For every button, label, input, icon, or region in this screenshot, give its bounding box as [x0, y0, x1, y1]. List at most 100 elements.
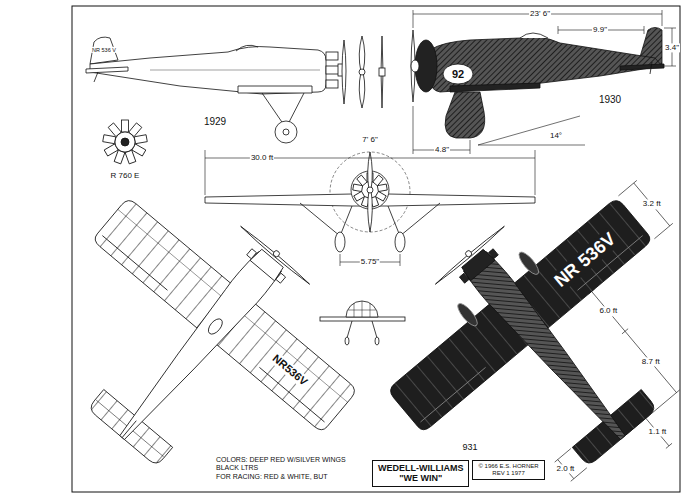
dimension-line — [644, 26, 645, 34]
dimension-line — [413, 106, 414, 154]
dimension-line — [470, 140, 471, 154]
side-view-1929 — [94, 72, 98, 82]
year-label: 1929 — [203, 116, 227, 128]
rear-view — [345, 337, 349, 345]
front-view — [357, 175, 367, 186]
revision-note: REV 1 1977 — [478, 470, 538, 477]
side-view-1930 — [450, 83, 540, 92]
color-note: COLORS: DEEP RED W/SILVER WINGS BLACK LT… — [215, 456, 367, 472]
dimension-label: 4.8" — [434, 145, 450, 154]
dimension-label: 5.75" — [360, 257, 380, 266]
front-view — [400, 254, 401, 266]
plan-view-top — [272, 249, 280, 257]
engine-label: R 760 E — [110, 171, 141, 180]
copyright-note: © 1966 E.S. HORNER — [478, 463, 538, 470]
color-note: FOR RACING: RED & WHITE, BUT — [215, 473, 367, 481]
plan-view-bottom — [455, 301, 481, 329]
radial-engine — [115, 132, 135, 152]
dimension-line — [646, 418, 669, 446]
rear-view — [320, 317, 405, 321]
rear-view — [362, 301, 363, 317]
front-view — [340, 254, 341, 266]
dimension-line — [592, 291, 677, 392]
dimension-label: 6.0 ft — [598, 307, 618, 316]
dimension-line — [558, 26, 559, 34]
propeller-views — [379, 68, 385, 76]
front-view — [205, 150, 535, 266]
plan-view-bottom — [464, 249, 472, 257]
side-view-1929 — [342, 40, 346, 104]
plan-view-bottom — [516, 249, 542, 277]
plan-view-top — [276, 273, 286, 283]
dimension-line — [413, 10, 676, 154]
front-view — [535, 150, 536, 195]
dimension-line — [622, 329, 628, 334]
dimension-label: 9.9" — [592, 25, 608, 34]
front-view — [340, 206, 352, 236]
plan-view-top — [240, 225, 311, 285]
propeller-views — [359, 36, 385, 108]
front-view — [377, 184, 387, 191]
plan-view-bottom — [434, 225, 505, 285]
plan-view-bottom — [459, 273, 469, 283]
propeller-views — [359, 69, 365, 75]
title-block-box: © 1966 E.S. HORNERREV 1 1977 — [472, 460, 544, 480]
plan-view-top — [102, 236, 167, 291]
side-view-1930 — [520, 33, 548, 38]
dimension-label: 30.0 ft — [250, 153, 274, 162]
dimension-line — [666, 443, 672, 448]
dimension-line — [589, 289, 595, 294]
side-view-1929 — [236, 45, 258, 51]
side-view-1930 — [620, 64, 664, 70]
rear-view — [375, 337, 379, 345]
radial-engine — [122, 120, 129, 132]
plan-view-top — [122, 421, 136, 438]
front-view — [335, 232, 345, 252]
front-view — [368, 152, 373, 232]
model-name: "WE WIN" — [378, 473, 463, 483]
side-view-1930 — [443, 64, 473, 84]
side-view-1930 — [445, 92, 485, 138]
plan-view-bottom — [420, 367, 485, 422]
propeller-views — [359, 36, 365, 108]
front-view — [353, 184, 363, 191]
side-view-1929 — [86, 37, 346, 143]
side-view-1929 — [90, 37, 118, 64]
radial-engine — [103, 135, 116, 144]
side-view-1930 — [411, 28, 664, 146]
front-view — [354, 191, 365, 201]
side-view-1930 — [650, 62, 652, 74]
sheet-number: 931 — [461, 442, 478, 452]
side-view-1930 — [411, 60, 419, 72]
race-number: 92 — [451, 68, 465, 81]
plan-view-bottom — [489, 249, 499, 259]
dimension-label: 2.0 ft — [556, 464, 576, 473]
year-label: 1930 — [598, 94, 622, 106]
sheet-border — [72, 6, 680, 492]
angle-label: 14° — [549, 131, 563, 140]
front-view — [395, 232, 405, 252]
title-block-box: WEDELL-WILLIAMS"WE WIN" — [372, 460, 469, 487]
side-view-1929 — [86, 67, 128, 73]
maker-name: WEDELL-WILLIAMS — [378, 463, 463, 473]
plan-view-bottom — [352, 138, 689, 500]
dimension-line — [450, 180, 689, 500]
plan-view-top — [247, 249, 257, 259]
dimension-line — [662, 10, 663, 26]
side-view-1929 — [283, 129, 289, 135]
sheet-border — [72, 6, 680, 492]
dimension-line — [618, 180, 636, 195]
dimension-line — [664, 28, 676, 29]
side-view-1929 — [238, 86, 312, 93]
rear-view — [348, 310, 376, 311]
dimension-label: 7' 6" — [361, 135, 379, 144]
radial-engine — [121, 138, 129, 146]
side-view-1929 — [326, 52, 338, 60]
side-view-1929 — [275, 121, 297, 143]
dimension-label: 23' 6" — [529, 9, 551, 18]
side-view-1930 — [430, 37, 662, 92]
front-view — [367, 187, 373, 193]
radial-engine — [103, 120, 148, 164]
radial-engine — [134, 135, 147, 144]
front-view — [205, 150, 206, 195]
